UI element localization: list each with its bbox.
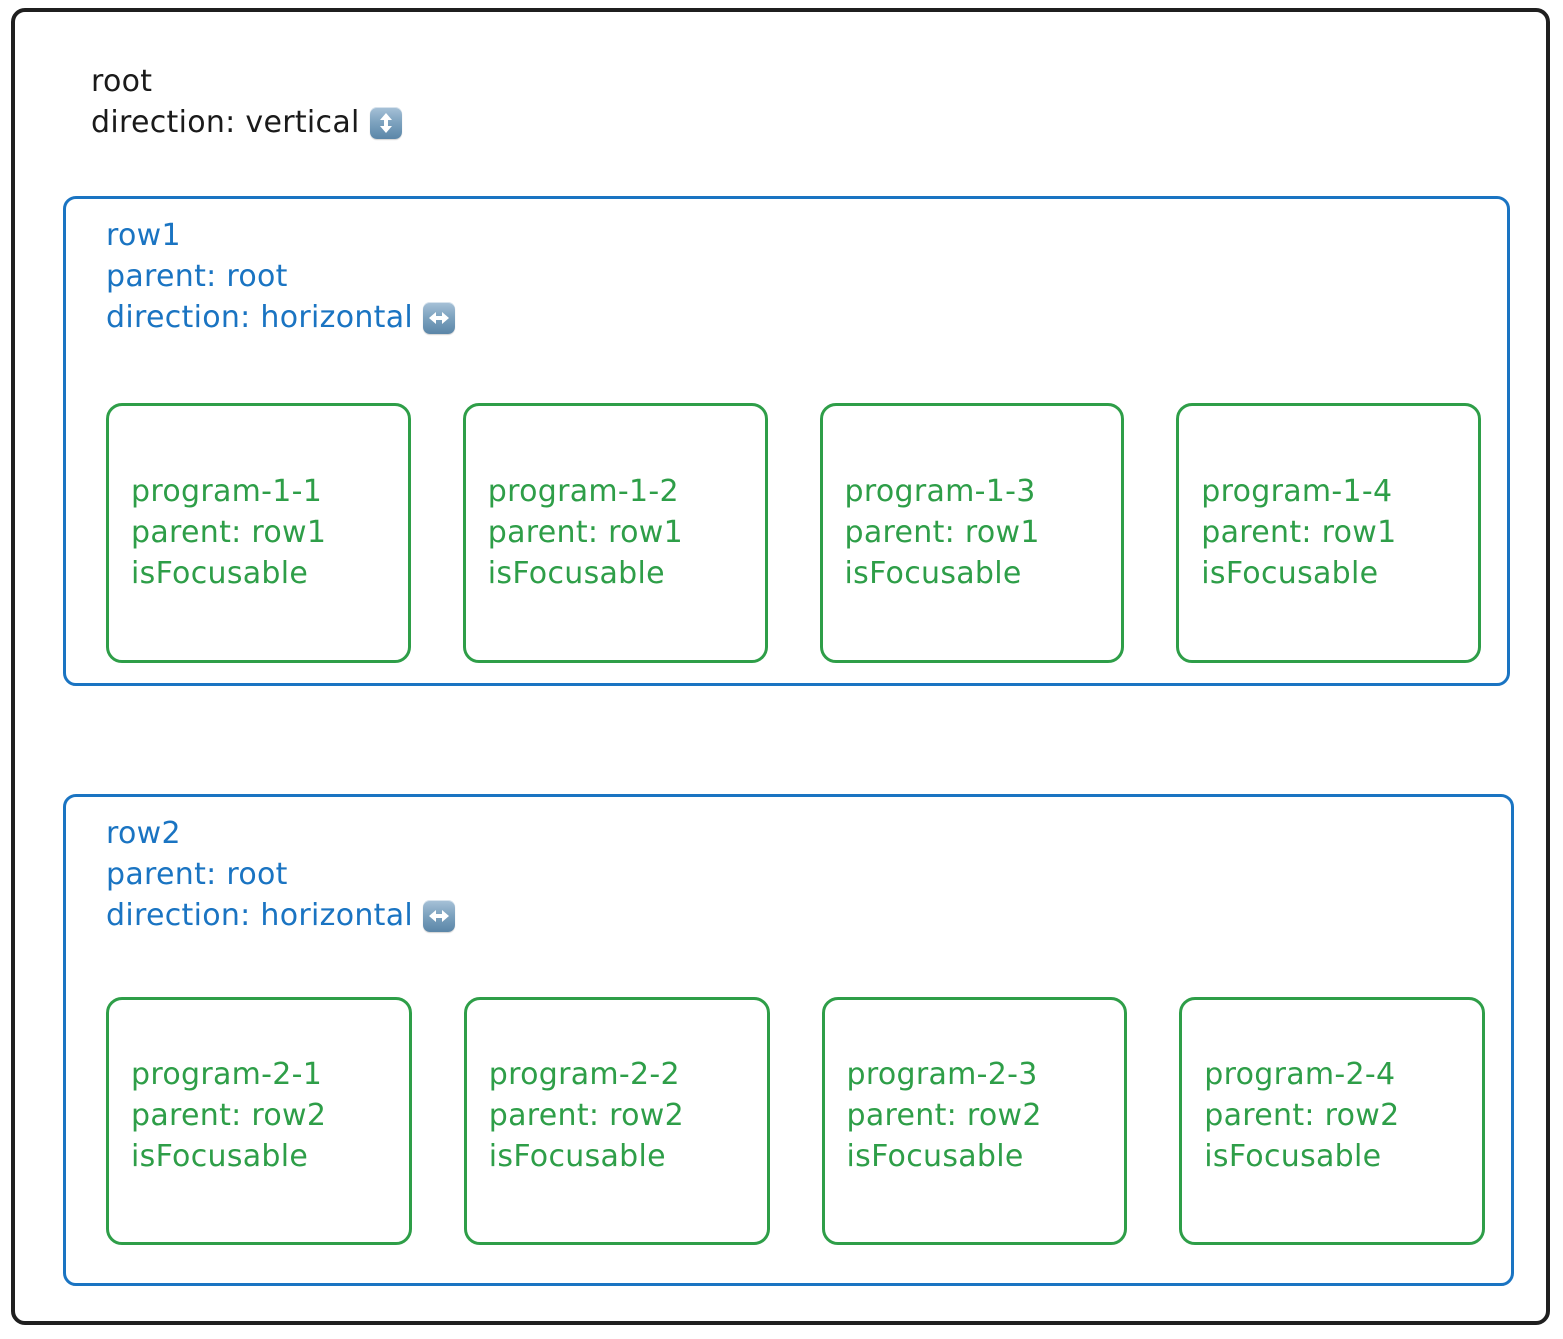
row2-direction-line: direction: horizontal <box>106 896 456 937</box>
program-1-3-focusable: isFocusable <box>844 555 1022 591</box>
left-right-arrow-icon <box>423 301 456 334</box>
program-node-program-2-1: program-2-1 parent: row2 isFocusable <box>106 997 412 1245</box>
program-2-3-name: program-2-3 <box>846 1056 1038 1092</box>
program-2-4-name: program-2-4 <box>1204 1056 1396 1092</box>
root-label: root direction: vertical <box>91 62 402 144</box>
row1-name: row1 <box>106 218 181 253</box>
program-node-program-2-4: program-2-4 parent: row2 isFocusable <box>1179 997 1485 1245</box>
program-1-3-parent: parent: row1 <box>844 514 1040 550</box>
program-node-program-1-3: program-1-3 parent: row1 isFocusable <box>819 403 1125 663</box>
row-node-row2: row2 parent: root direction: horizontal <box>63 794 1514 1286</box>
row1-name-line: row1 <box>106 216 455 257</box>
row1-parent-label: parent: root <box>106 258 288 294</box>
program-2-3-parent: parent: row2 <box>846 1097 1042 1133</box>
program-1-4-parent: parent: row1 <box>1201 514 1397 550</box>
program-1-4-focusable: isFocusable <box>1201 555 1379 591</box>
program-1-1-focusable: isFocusable <box>131 555 309 591</box>
program-2-4-label: program-2-4 parent: row2 isFocusable <box>1204 1055 1399 1177</box>
program-1-1-name: program-1-1 <box>131 473 323 509</box>
program-2-4-parent: parent: row2 <box>1204 1097 1400 1133</box>
program-2-2-focusable: isFocusable <box>488 1138 666 1174</box>
root-direction-label: direction: vertical <box>91 104 360 140</box>
program-2-3-label: program-2-3 parent: row2 isFocusable <box>847 1055 1042 1177</box>
program-2-2-label: program-2-2 parent: row2 isFocusable <box>489 1055 684 1177</box>
row2-name: row2 <box>106 816 181 851</box>
program-node-program-1-1: program-1-1 parent: row1 isFocusable <box>106 403 411 663</box>
program-2-4-focusable: isFocusable <box>1204 1138 1382 1174</box>
left-right-arrow-icon <box>423 899 456 932</box>
program-2-1-name: program-2-1 <box>131 1056 323 1092</box>
program-1-3-label: program-1-3 parent: row1 isFocusable <box>845 472 1040 594</box>
program-1-2-focusable: isFocusable <box>487 555 665 591</box>
program-1-4-name: program-1-4 <box>1201 473 1393 509</box>
row2-name-line: row2 <box>106 814 455 855</box>
row1-direction-label: direction: horizontal <box>106 299 414 335</box>
row-node-row1: row1 parent: root direction: horizontal <box>63 196 1510 686</box>
program-2-2-parent: parent: row2 <box>488 1097 684 1133</box>
program-1-1-label: program-1-1 parent: row1 isFocusable <box>131 472 326 594</box>
root-name-line: root <box>91 62 402 103</box>
root-name: root <box>91 64 153 99</box>
root-node: root direction: vertical row1 parent: ro… <box>11 8 1550 1325</box>
program-1-1-parent: parent: row1 <box>131 514 327 550</box>
program-2-1-focusable: isFocusable <box>131 1138 309 1174</box>
program-node-program-1-2: program-1-2 parent: row1 isFocusable <box>462 403 768 663</box>
row1-programs: program-1-1 parent: row1 isFocusable pro… <box>106 403 1481 663</box>
program-2-2-name: program-2-2 <box>488 1056 680 1092</box>
row2-parent-label: parent: root <box>106 856 288 892</box>
root-direction-line: direction: vertical <box>91 103 402 144</box>
program-1-2-name: program-1-2 <box>487 473 679 509</box>
program-1-4-label: program-1-4 parent: row1 isFocusable <box>1201 472 1396 594</box>
program-2-1-parent: parent: row2 <box>131 1097 327 1133</box>
row2-direction-label: direction: horizontal <box>106 897 414 933</box>
program-node-program-1-4: program-1-4 parent: row1 isFocusable <box>1176 403 1481 663</box>
program-1-2-label: program-1-2 parent: row1 isFocusable <box>488 472 683 594</box>
row2-programs: program-2-1 parent: row2 isFocusable pro… <box>106 997 1485 1245</box>
program-2-3-focusable: isFocusable <box>846 1138 1024 1174</box>
row1-direction-line: direction: horizontal <box>106 298 456 339</box>
program-node-program-2-2: program-2-2 parent: row2 isFocusable <box>463 997 770 1245</box>
up-down-arrow-icon <box>369 107 402 140</box>
row2-label: row2 parent: root direction: horizontal <box>106 814 456 937</box>
row2-parent-line: parent: root <box>106 855 455 896</box>
program-1-2-parent: parent: row1 <box>487 514 683 550</box>
program-1-3-name: program-1-3 <box>844 473 1036 509</box>
program-2-1-label: program-2-1 parent: row2 isFocusable <box>131 1055 326 1177</box>
program-node-program-2-3: program-2-3 parent: row2 isFocusable <box>821 997 1128 1245</box>
row1-label: row1 parent: root direction: horizontal <box>106 216 456 339</box>
row1-parent-line: parent: root <box>106 257 455 298</box>
